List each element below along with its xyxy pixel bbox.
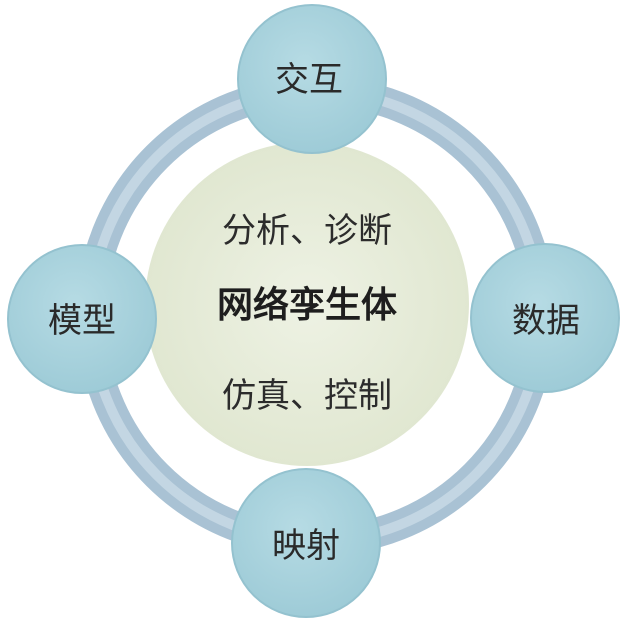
node-top — [237, 4, 387, 154]
node-bottom-label: 映射 — [272, 526, 340, 566]
center-circle — [145, 142, 469, 466]
center-top-text: 分析、诊断 — [222, 211, 392, 251]
node-top-label: 交互 — [275, 60, 343, 100]
center-bottom-text: 仿真、控制 — [222, 376, 392, 416]
node-right — [470, 243, 620, 393]
node-right-label: 数据 — [512, 301, 580, 341]
node-bottom — [231, 468, 381, 618]
center-title: 网络孪生体 — [216, 285, 398, 326]
node-left-label: 模型 — [48, 301, 116, 341]
node-left — [7, 244, 157, 394]
